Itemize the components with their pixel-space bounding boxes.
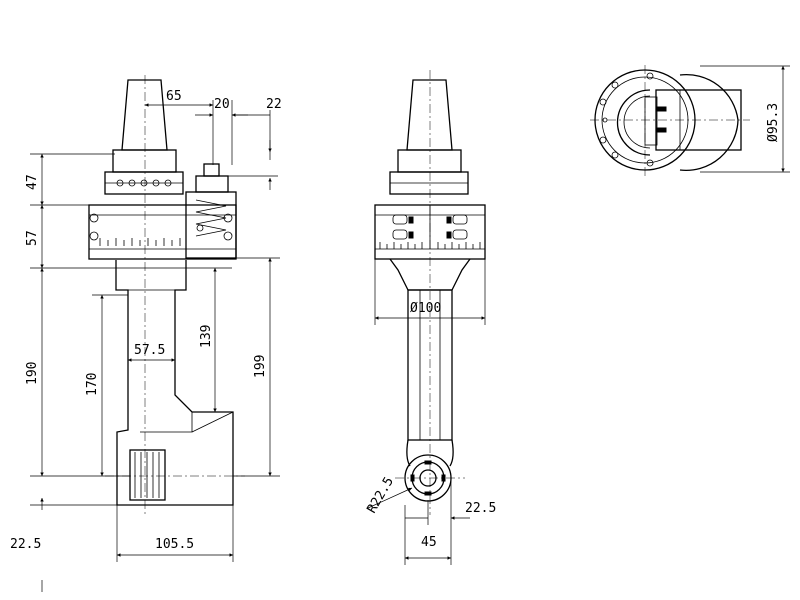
side-housing-screw-2 — [89, 231, 99, 241]
front-taper — [406, 79, 453, 151]
side-spring — [195, 199, 227, 237]
dim-105-5: 105.5 — [155, 537, 194, 552]
front-housing-slots — [392, 214, 468, 240]
top-view — [590, 65, 750, 178]
dim-190: 190 — [25, 362, 40, 385]
front-graduation-scale — [379, 242, 481, 249]
side-collet-nut — [129, 449, 166, 501]
side-housing-screw-4 — [223, 231, 233, 241]
dim-diameter-100: Ø100 — [410, 301, 441, 316]
top-stop-block — [655, 89, 742, 151]
front-view — [374, 70, 486, 515]
side-dimensions: 65 20 22 47 57 190 170 57.5 139 199 22.5… — [10, 89, 282, 592]
side-stop-pin-top — [203, 163, 220, 177]
dim-57: 57 — [25, 230, 40, 246]
side-housing-screw-1 — [89, 213, 99, 223]
side-main-housing — [88, 204, 237, 260]
dim-r22-5: R22.5 — [364, 475, 397, 516]
front-dimensions: Ø100 R22.5 22.5 45 — [364, 259, 496, 565]
side-stop-pin — [195, 175, 229, 193]
dim-diameter-95-3: Ø95.3 — [766, 103, 781, 142]
top-dimensions: Ø95.3 — [700, 65, 790, 173]
dim-65: 65 — [166, 89, 182, 104]
dim-170: 170 — [85, 373, 100, 396]
side-taper — [121, 79, 168, 151]
side-graduation-scale — [99, 238, 181, 246]
side-extension-body — [115, 260, 234, 506]
top-hook-arc — [616, 89, 651, 156]
side-collar-ring-marks — [116, 179, 172, 187]
side-stop-block — [185, 191, 237, 259]
dim-20: 20 — [214, 97, 230, 112]
dim-22-5-front: 22.5 — [465, 501, 496, 516]
dim-22-5-left: 22.5 — [10, 537, 41, 552]
dim-45: 45 — [421, 535, 437, 550]
dim-57-5: 57.5 — [134, 343, 165, 358]
dim-22: 22 — [266, 97, 282, 112]
side-collet-knurl — [134, 452, 160, 498]
dim-139: 139 — [199, 325, 214, 348]
side-collar-1 — [112, 149, 177, 173]
front-collar-1 — [397, 149, 462, 173]
dim-47: 47 — [25, 174, 40, 190]
dim-199: 199 — [253, 355, 268, 378]
top-body-arc — [679, 73, 739, 171]
